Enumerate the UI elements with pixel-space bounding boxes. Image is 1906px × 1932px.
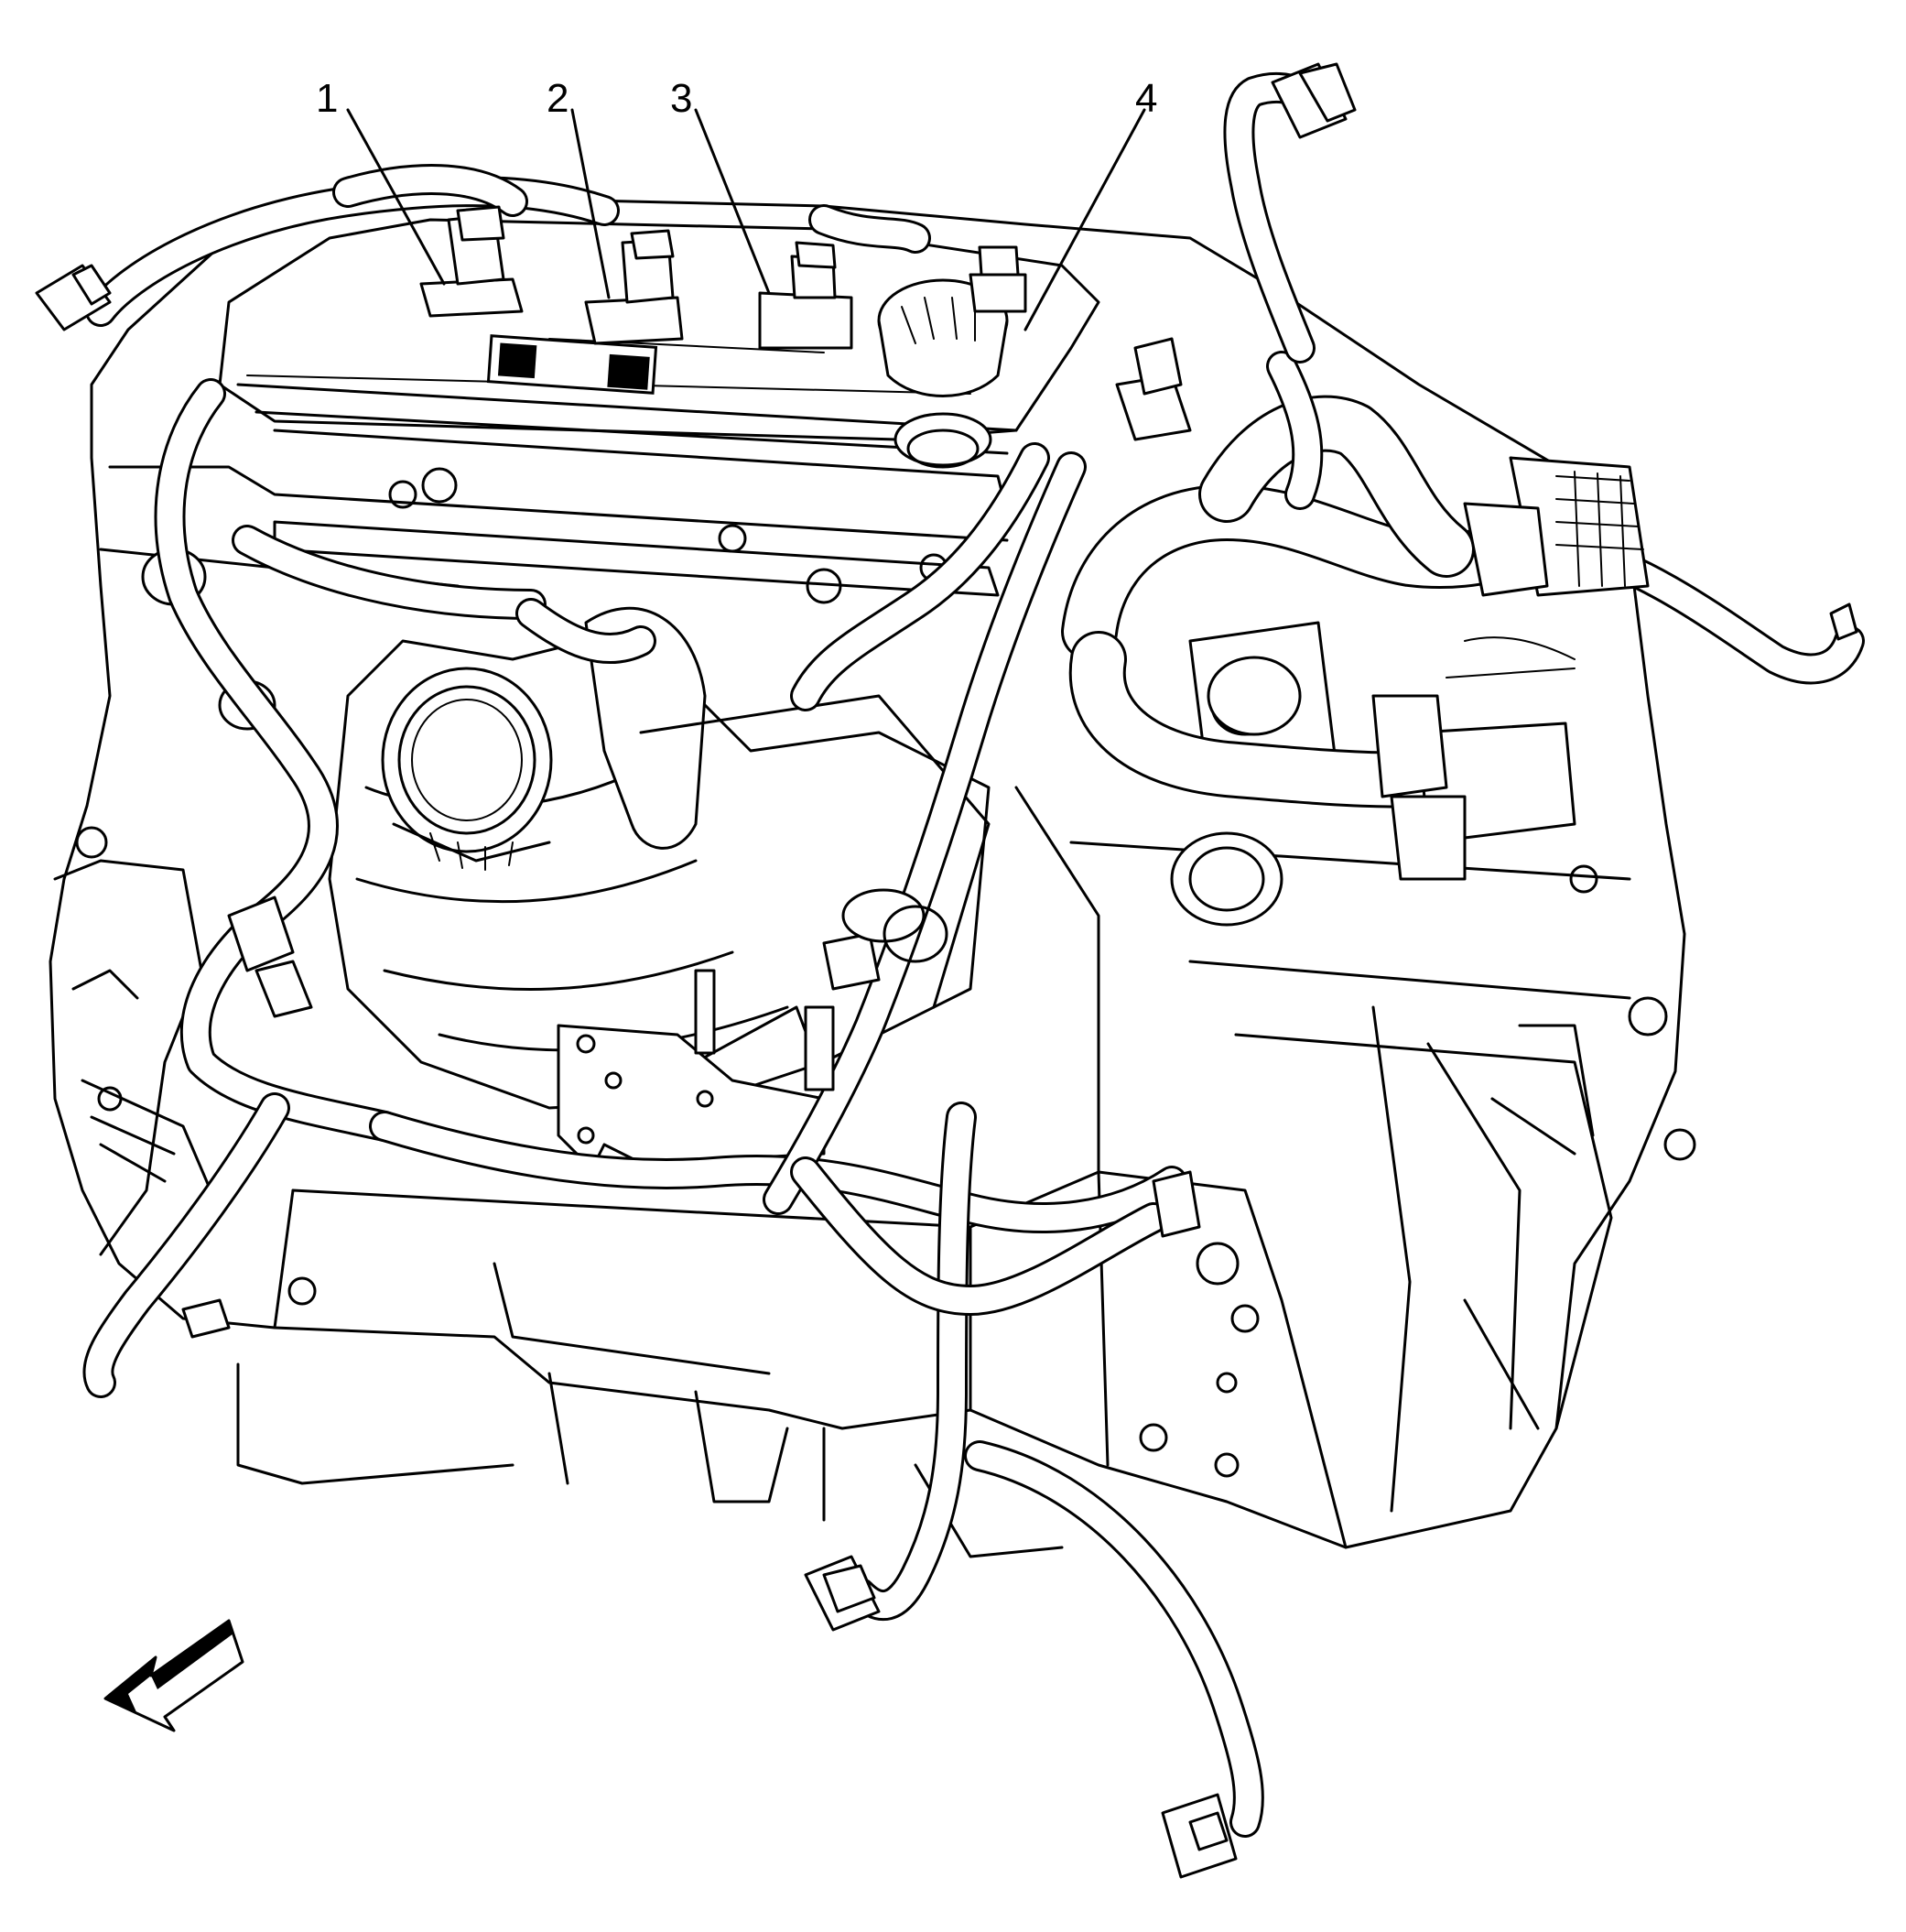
leader-lines	[346, 108, 1146, 331]
ignition-coil-3	[758, 241, 853, 350]
ignition-coil-1	[419, 205, 524, 318]
ignition-coils	[419, 205, 1027, 350]
connector-far-right	[1829, 602, 1858, 641]
throttle-body	[381, 667, 553, 871]
callout-labels: 1 2 3 4	[316, 76, 1157, 121]
ignition-coil-4	[969, 245, 1027, 313]
connector-top-left	[35, 264, 112, 331]
callout-2: 2	[547, 76, 569, 121]
callout-4: 4	[1135, 76, 1157, 121]
callout-1: 1	[316, 76, 338, 121]
ignition-coil-2	[584, 229, 684, 345]
front-arrow-icon	[103, 1619, 244, 1732]
connector-bottom-center	[804, 1555, 881, 1632]
callout-3: 3	[670, 76, 692, 121]
fuse-block	[1371, 456, 1650, 881]
connector-top-right	[1271, 62, 1357, 139]
connector-bottom	[1161, 1793, 1238, 1879]
harness-connectors	[35, 62, 1858, 1879]
engine-cover-badge	[486, 334, 658, 395]
